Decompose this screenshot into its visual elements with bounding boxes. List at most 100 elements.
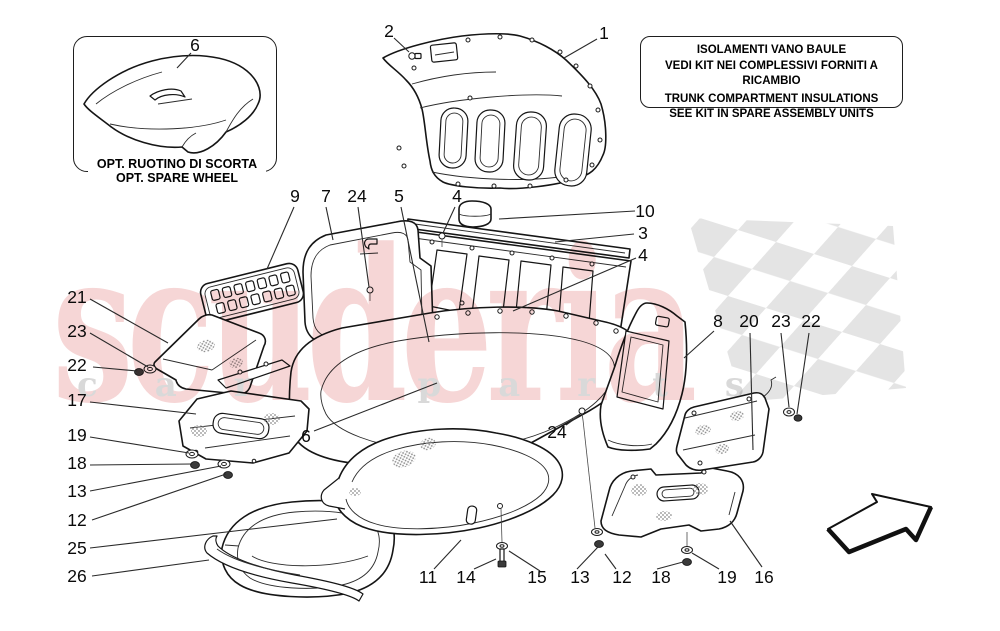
leader-line-4 (512, 257, 637, 312)
callout-4: 4 (638, 245, 648, 265)
leader-line-26 (91, 559, 210, 577)
callout-19: 19 (717, 567, 736, 587)
leader-line-11 (433, 539, 462, 570)
info-line-2: VEDI KIT NEI COMPLESSIVI FORNITI A RICAM… (665, 59, 878, 88)
callout-6: 6 (301, 426, 311, 446)
callout-12: 12 (67, 510, 86, 530)
fastener-washer-23-right (783, 407, 795, 417)
leader-line-18 (89, 463, 193, 466)
leader-line-15 (508, 550, 541, 572)
fastener-bolt-14 (497, 548, 507, 568)
leader-line-19 (691, 552, 720, 570)
part-20-bracket (675, 376, 777, 472)
fastener-nut-18-bottom (682, 558, 692, 566)
callout-18: 18 (651, 567, 670, 587)
fastener-washer-13-left (217, 459, 231, 469)
leader-line-10 (498, 210, 636, 220)
leader-line-14 (473, 558, 497, 570)
checkered-flag (688, 218, 906, 402)
callout-6: 6 (190, 35, 200, 55)
watermark: scuderia car parts (52, 202, 801, 450)
leader-line-6 (313, 382, 438, 432)
fastener-nut-12-bottom (594, 540, 604, 548)
info-line-4: SEE KIT IN SPARE ASSEMBLY UNITS (669, 108, 874, 120)
callout-21: 21 (67, 287, 86, 307)
callout-5: 5 (394, 186, 404, 206)
leader-line-23 (89, 332, 149, 368)
fastener-washer-19-left (185, 449, 199, 459)
leader-line-16 (729, 520, 763, 568)
info-line-1: ISOLAMENTI VANO BAULE (696, 44, 847, 56)
callout-9: 9 (290, 186, 300, 206)
fastener-nut-18-left (190, 461, 200, 469)
leader-line-13 (89, 465, 222, 492)
part-26-rail (204, 535, 364, 602)
part-1-trunk-lid-insulation (382, 32, 607, 190)
fastener-nut-22-right (793, 414, 803, 422)
leader-line-7 (325, 206, 334, 241)
callout-22: 22 (801, 311, 820, 331)
part-24-screw-center (578, 407, 596, 529)
leader-line-17 (89, 401, 197, 415)
fastener-washer-13-bottom (591, 528, 603, 536)
callout-10: 10 (635, 201, 655, 221)
insulation-info-box: ISOLAMENTI VANO BAULE VEDI KIT NEI COMPL… (640, 36, 903, 120)
fastener-nut-22-left (134, 368, 144, 376)
fastener-nut-12-left (223, 471, 233, 479)
callout-24: 24 (347, 186, 367, 206)
callout-23: 23 (771, 311, 790, 331)
fastener-washer-19-bottom (681, 546, 693, 554)
spare-wheel-caption: OPT. RUOTINO DI SCORTA OPT. SPARE WHEEL (88, 157, 266, 185)
part-16-skid-plate (600, 466, 745, 547)
leader-lines (89, 37, 810, 577)
callout-1: 1 (599, 23, 609, 43)
callout-19: 19 (67, 425, 86, 445)
callout-3: 3 (638, 223, 648, 243)
callout-13: 13 (67, 481, 86, 501)
caption-line-italian: OPT. RUOTINO DI SCORTA (96, 157, 258, 171)
callout-12: 12 (612, 567, 631, 587)
leader-line-12 (91, 473, 227, 521)
caption-line-english: OPT. SPARE WHEEL (115, 171, 238, 185)
spare-wheel-inset-box (73, 36, 277, 172)
spare-wheel-cover-drawing (83, 54, 261, 154)
part-10-block (458, 200, 492, 228)
leader-line-24 (565, 414, 581, 426)
leader-line-13 (576, 546, 599, 570)
direction-arrow (826, 493, 934, 555)
callout-14: 14 (456, 567, 476, 587)
callout-2: 2 (384, 21, 394, 41)
part-9-vent-grille (199, 262, 305, 324)
part-4-screw-upper (438, 232, 446, 247)
leader-line-6 (176, 52, 192, 69)
leader-line-12 (604, 553, 617, 570)
leader-line-19 (89, 436, 190, 454)
part-21-bracket (153, 313, 291, 395)
watermark-car-parts: car parts (77, 365, 801, 405)
callout-4: 4 (452, 186, 462, 206)
leader-line-23 (780, 332, 790, 408)
leader-line-22 (796, 332, 810, 415)
leader-line-8 (683, 330, 715, 359)
callout-23: 23 (67, 321, 86, 341)
leader-line-25 (89, 518, 338, 549)
callout-18: 18 (67, 453, 86, 473)
callout-25: 25 (67, 538, 86, 558)
leader-line-2 (393, 37, 410, 53)
callout-24: 24 (547, 422, 567, 442)
callout-15: 15 (527, 567, 546, 587)
leader-line-1 (563, 38, 598, 59)
callout-26: 26 (67, 566, 86, 586)
callout-16: 16 (754, 567, 773, 587)
part-11-floor-finisher (320, 428, 564, 543)
callout-17: 17 (67, 390, 86, 410)
leader-line-4 (442, 206, 456, 234)
part-8-right-arch-trim (599, 302, 688, 452)
leader-line-18 (656, 561, 684, 570)
leader-line-9 (266, 206, 295, 270)
callout-8: 8 (713, 311, 723, 331)
leader-line-24 (357, 206, 370, 288)
